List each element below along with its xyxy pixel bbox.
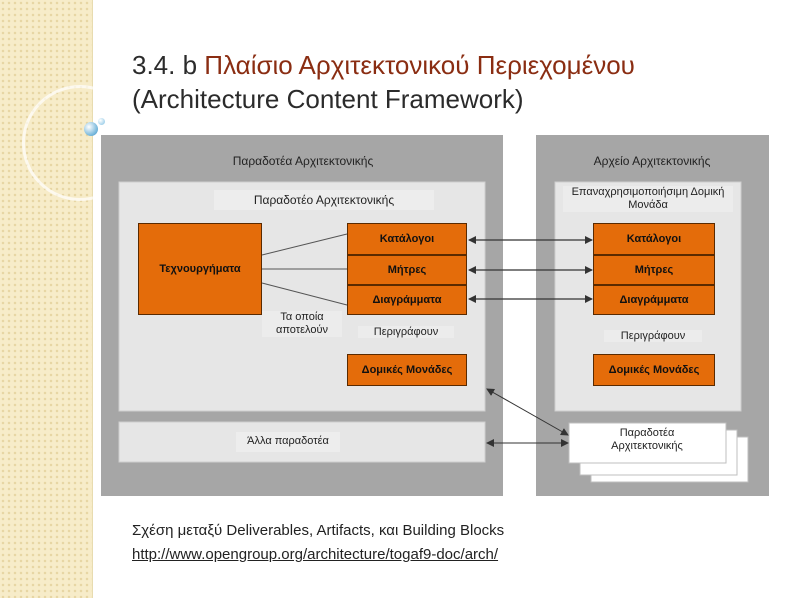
decorative-sidebar [0,0,138,598]
right-item-catalogs: Κατάλογοι [593,223,715,255]
source-link[interactable]: http://www.opengroup.org/architecture/to… [132,546,499,563]
left-inner-title: Παραδοτέο Αρχιτεκτονικής [253,193,395,207]
building-blocks-right: Δομικές Μονάδες [593,354,715,386]
right-panel-title: Αρχείο Αρχιτεκτονικής [593,154,711,168]
consist-label: Τα οποία αποτελούν [262,311,342,337]
left-inner-title-bg [214,190,434,210]
left-item-matrices: Μήτρες [347,255,467,285]
describe-label-left: Περιγράφουν [358,326,454,338]
right-item-matrices: Μήτρες [593,255,715,285]
building-blocks-left: Δομικές Μονάδες [347,354,467,386]
other-deliverables-label-bg [236,432,340,452]
right-item-diagrams: Διαγράμματα [593,285,715,315]
decorative-bubble [84,122,98,136]
left-panel-title: Παραδοτέα Αρχιτεκτονικής [232,154,374,168]
title-greek: Πλαίσιο Αρχιτεκτονικού Περιεχομένου [204,50,635,80]
title-english: (Architecture Content Framework) [132,84,524,114]
title-number: 3.4. b [132,50,198,80]
slide-title: 3.4. b Πλαίσιο Αρχιτεκτονικού Περιεχομέν… [132,48,772,116]
left-item-catalogs: Κατάλογοι [347,223,467,255]
other-deliverables-label: Άλλα παραδοτέα [247,435,329,447]
decorative-bubble-small [98,118,105,125]
deliverables-stack-label: Παραδοτέα Αρχιτεκτονικής [611,427,683,452]
artifacts-line-catalogs [261,233,348,256]
arrow-inner-to-stack [486,388,569,436]
describe-label-right: Περιγράφουν [604,330,702,342]
left-item-diagrams: Διαγράμματα [347,285,467,315]
artifacts-box: Τεχνουργήματα [138,223,262,315]
right-inner-title: Επαναχρησιμοποιήσιμη Δομική Μονάδα [563,186,733,212]
artifacts-line-diagrams [261,282,348,306]
deliverables-stack-page-1 [568,422,727,464]
figure-caption: Σχέση μεταξύ Deliverables, Artifacts, κα… [132,522,505,539]
